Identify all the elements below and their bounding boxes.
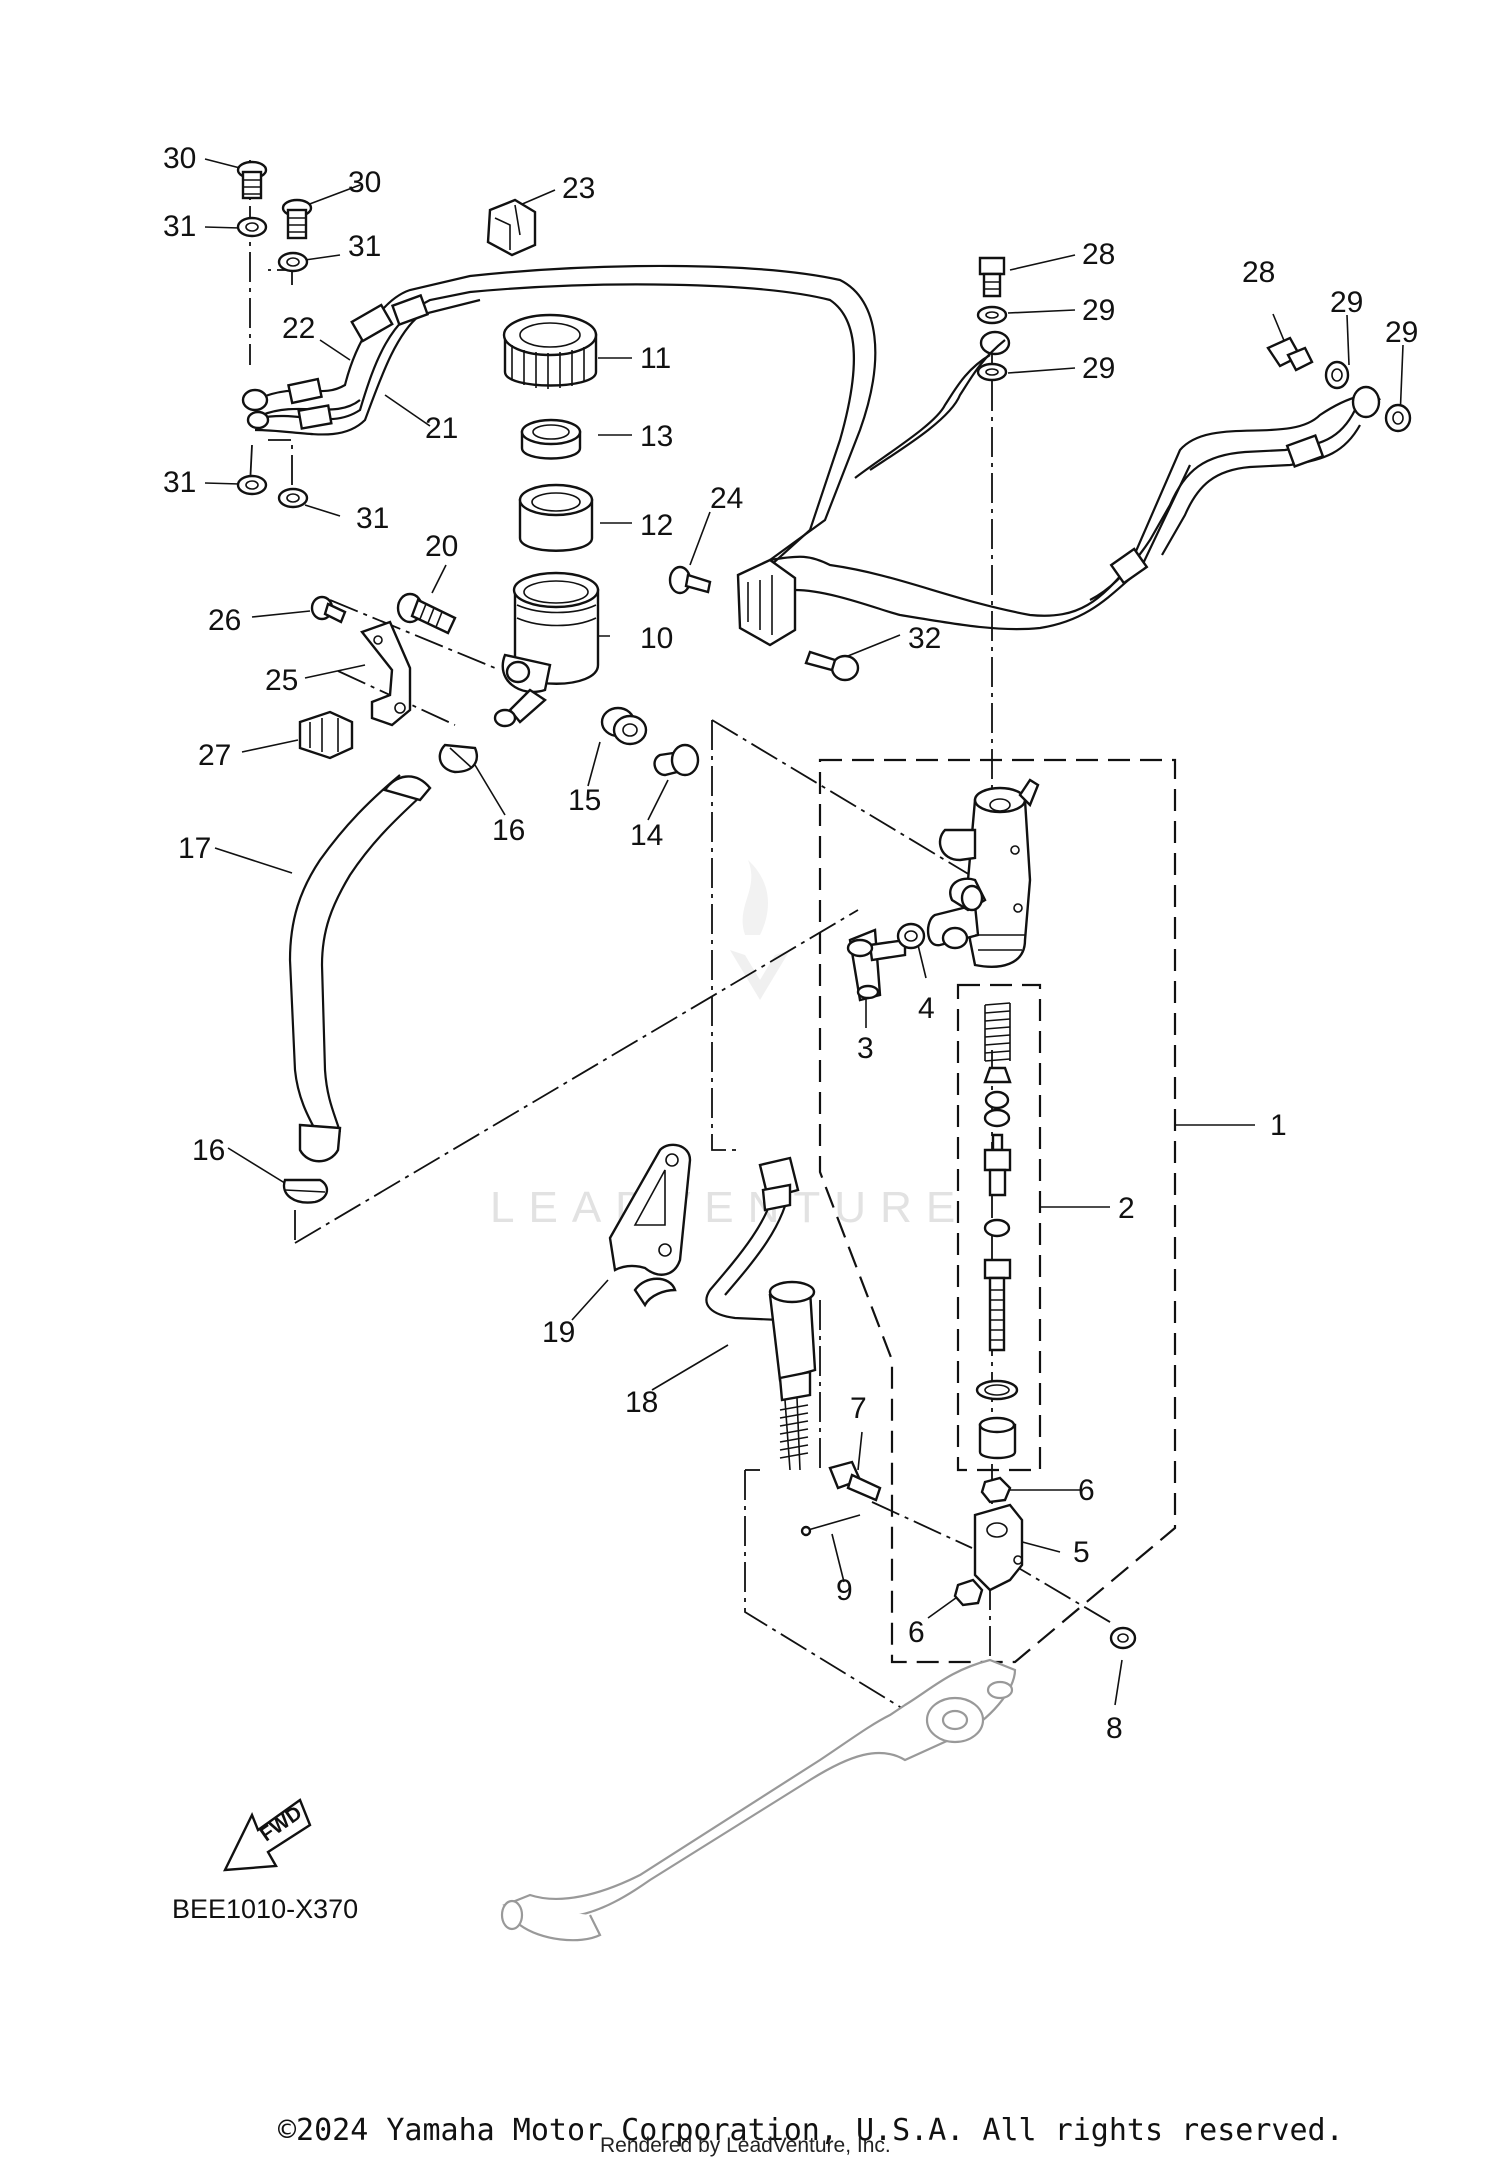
piston-kit-2 [975,1002,1019,1460]
brake-hose-rear [1089,409,1361,601]
callout-23: 23 [562,172,595,205]
washer-31-top-right [277,251,309,273]
reservoir-10 [493,571,600,728]
callout-3: 3 [857,1032,874,1065]
hose-clip-23 [486,198,537,257]
watermark-text: LEADVENTURE [490,1183,969,1232]
hose-clip-27 [298,710,354,760]
banjo-fitting-center [854,330,1011,479]
callout-12: 12 [640,509,673,542]
washer-29-right-a [1324,360,1350,390]
washer-29-lower [976,362,1008,382]
callout-7: 7 [850,1392,867,1425]
callout-8: 8 [1106,1712,1123,1745]
nut-6-lower [953,1578,984,1607]
callout-29-right-a: 29 [1330,286,1363,319]
washer-31-top-left [236,216,268,238]
callout-1: 1 [1270,1109,1287,1142]
callout-16-lower: 16 [192,1134,225,1167]
diaphragm-plate-13 [520,418,582,460]
callout-11: 11 [640,342,671,375]
hose-joint-block [736,393,1381,647]
callout-9: 9 [836,1574,853,1607]
brake-pedal [500,1658,1017,1942]
nut-6-upper [980,1476,1012,1504]
callout-26: 26 [208,604,241,637]
callout-28-right: 28 [1242,256,1275,289]
bolt-32 [804,650,860,682]
bracket-19 [608,1143,692,1308]
brake-light-switch-18 [705,1156,817,1471]
callout-28-center: 28 [1082,238,1115,271]
copyright-notice: ©2024 Yamaha Motor Corporation, U.S.A. A… [278,2113,1344,2148]
callout-13: 13 [640,420,673,453]
callout-21: 21 [425,412,458,445]
callout-10: 10 [640,622,673,655]
callout-29-center-lower: 29 [1082,352,1115,385]
washer-8 [1109,1626,1137,1650]
hose-fitting-3 [846,928,907,1002]
callout-31-top-right: 31 [348,230,381,263]
brake-hose-21-22 [241,264,877,576]
callout-18: 18 [625,1386,658,1419]
reservoir-hose-17 [288,774,432,1163]
clevis-5 [973,1503,1024,1592]
callout-32: 32 [908,622,941,655]
callout-30-left: 30 [163,142,196,175]
callout-14: 14 [630,819,663,852]
banjo-bolt-28-center [978,256,1006,298]
washer-31-bottom-left [236,474,268,496]
bolt-30-right [281,198,313,240]
callout-31-bottom-left: 31 [163,466,196,499]
hose-clamp-16-bottom [282,1178,329,1204]
callout-29-right-b: 29 [1385,316,1418,349]
callout-6-lower: 6 [908,1616,925,1649]
bolt-30-left [236,160,268,200]
grommet-15 [600,706,648,746]
pin-7 [828,1460,882,1502]
fwd-arrow-icon: FWD [222,1798,312,1872]
callout-29-center-upper: 29 [1082,294,1115,327]
callout-20: 20 [425,530,458,563]
cotter-pin-9 [800,1514,861,1537]
bolt-26 [310,595,347,624]
callout-27: 27 [198,739,231,772]
assembly-2-outline [956,983,1042,1472]
callout-6-upper: 6 [1078,1474,1095,1507]
callout-5: 5 [1073,1536,1090,1569]
hose-clamp-16-top [438,743,478,774]
diaphragm-12 [518,483,594,552]
banjo-bolt-28-right [1266,336,1314,372]
diagram-reference-code: BEE1010-X370 [172,1894,358,1924]
washer-31-bottom-right [277,487,309,509]
reservoir-cap-11 [502,313,598,389]
bolt-20 [396,592,457,635]
grommet-4 [896,922,926,950]
callout-30-right: 30 [348,166,381,199]
callout-4: 4 [918,992,935,1025]
callout-2: 2 [1118,1192,1135,1225]
master-cylinder-body [926,778,1040,968]
callout-22: 22 [282,312,315,345]
leader-lines [204,158,1404,1711]
callout-19: 19 [542,1316,575,1349]
callout-31-top-left: 31 [163,210,196,243]
watermark-logo [730,860,790,1000]
union-bolt-24 [668,565,712,595]
callout-24: 24 [710,482,743,515]
washer-29-upper [976,305,1008,325]
callout-31-bottom-right: 31 [356,502,389,535]
callout-labels: 1 2 3 4 5 6 6 7 8 9 10 11 12 13 14 15 16… [163,142,1418,1745]
bracket-25 [360,620,412,727]
rendered-by-credit: Rendered by LeadVenture, Inc. [600,2134,891,2157]
assembly-1-outline [818,758,1177,1664]
banjo-fitting-right [1351,385,1381,419]
callout-17: 17 [178,832,211,865]
callout-25: 25 [265,664,298,697]
washer-29-right-b [1384,403,1412,433]
callout-16-upper: 16 [492,814,525,847]
cap-14 [653,743,700,777]
callout-15: 15 [568,784,601,817]
